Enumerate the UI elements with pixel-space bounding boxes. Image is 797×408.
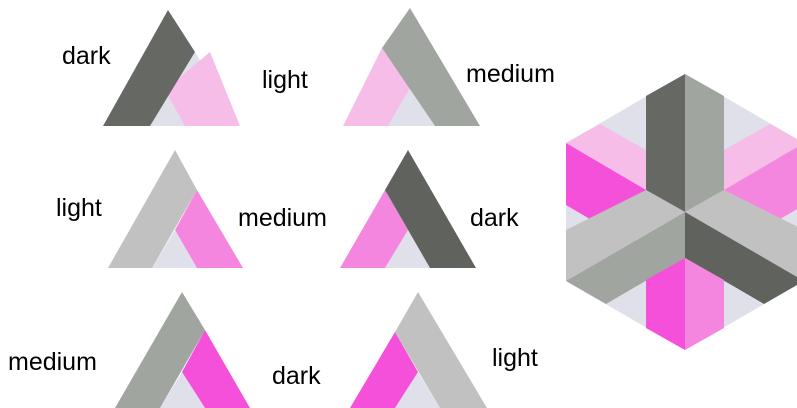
label-dark-5: dark <box>272 362 321 390</box>
hexagon-pattern <box>566 74 797 350</box>
label-light-1: light <box>262 66 308 94</box>
hex-top-left-dark <box>646 74 685 212</box>
label-medium-5: medium <box>8 348 97 376</box>
label-dark-1: dark <box>62 42 111 70</box>
triangle-light-dark <box>350 292 487 408</box>
label-light-3: light <box>56 194 102 222</box>
hex-top-right-medium <box>685 74 724 212</box>
label-medium-3: medium <box>238 204 327 232</box>
label-dark-4: dark <box>470 204 519 232</box>
label-medium-2: medium <box>466 60 555 88</box>
triangle-light-medium <box>108 150 243 268</box>
triangle-dark-light <box>103 10 240 126</box>
triangle-medium-light <box>343 8 480 126</box>
triangle-medium-dark <box>115 292 250 408</box>
triangle-dark-medium <box>340 150 476 268</box>
label-light-6: light <box>492 344 538 372</box>
